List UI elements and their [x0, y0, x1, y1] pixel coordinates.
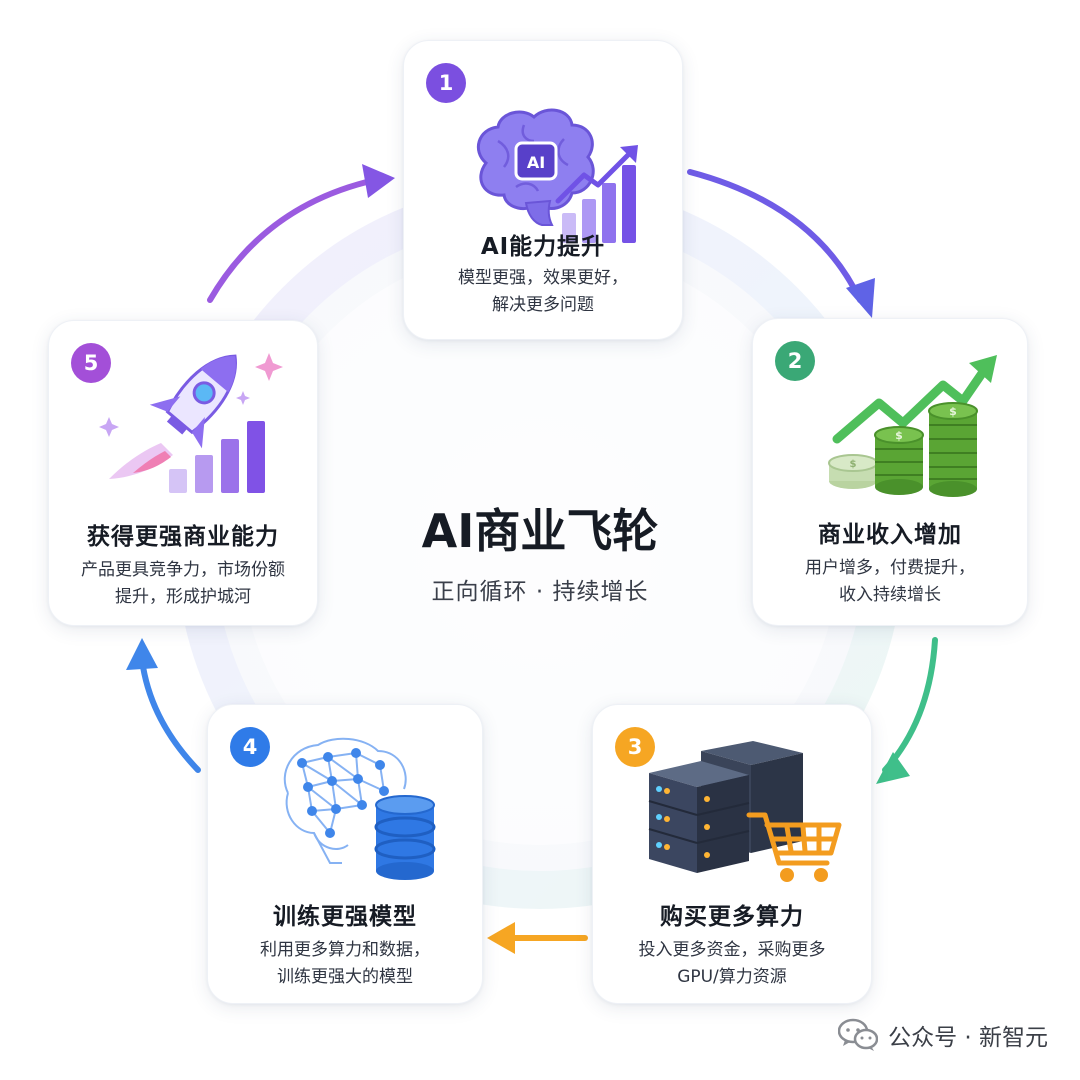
step-description: 模型更强，效果更好， 解决更多问题 — [458, 268, 628, 315]
flywheel-step-4: 4 — [207, 704, 483, 1004]
step-title: 训练更强模型 — [273, 904, 417, 930]
rocket-growth-icon — [99, 353, 283, 493]
step-number-badge: 5 — [71, 343, 111, 383]
step-number-badge: 4 — [230, 727, 270, 767]
step-number-badge: 3 — [615, 727, 655, 767]
flywheel-step-2: 2 $ $ — [752, 318, 1028, 626]
step-title: AI能力提升 — [480, 234, 606, 260]
step-title: 商业收入增加 — [818, 522, 962, 548]
step-description: 利用更多算力和数据， 训练更强大的模型 — [260, 940, 430, 987]
step-description: 用户增多，付费提升， 收入持续增长 — [805, 558, 975, 605]
step-number-badge: 2 — [775, 341, 815, 381]
step-title: 获得更强商业能力 — [87, 524, 279, 550]
watermark: 公众号 · 新智元 — [838, 1018, 1048, 1052]
flywheel-subtitle: 正向循环 · 持续增长 — [431, 579, 649, 605]
flywheel-step-3: 3 — [592, 704, 872, 1004]
ai-brain-growth-chart-icon: AI — [476, 108, 638, 243]
money-stack-growth-icon: $ $ $ — [828, 355, 997, 497]
step-description: 投入更多资金，采购更多 GPU/算力资源 — [638, 940, 826, 987]
ai-chip-label: AI — [527, 153, 545, 172]
step-number-badge: 1 — [426, 63, 466, 103]
svg-text:$: $ — [895, 429, 903, 442]
wechat-icon — [838, 1018, 879, 1051]
svg-text:$: $ — [949, 405, 957, 418]
watermark-text: 公众号 · 新智元 — [888, 1025, 1048, 1051]
flywheel-title: AI商业飞轮 — [421, 504, 659, 558]
server-cart-icon — [648, 741, 842, 882]
step-description: 产品更具竞争力，市场份额 提升，形成护城河 — [81, 560, 285, 607]
neural-brain-database-icon — [283, 737, 436, 880]
flywheel-step-1: 1 AI AI能力提升 模型更强，效果更好， 解决更多问题 — [403, 40, 683, 340]
flywheel-step-5: 5 获得更强商业能力 产品更具竞争力，市场份额 提升，形成护城河 — [48, 320, 318, 626]
svg-text:$: $ — [850, 459, 857, 470]
step-title: 购买更多算力 — [660, 904, 804, 930]
